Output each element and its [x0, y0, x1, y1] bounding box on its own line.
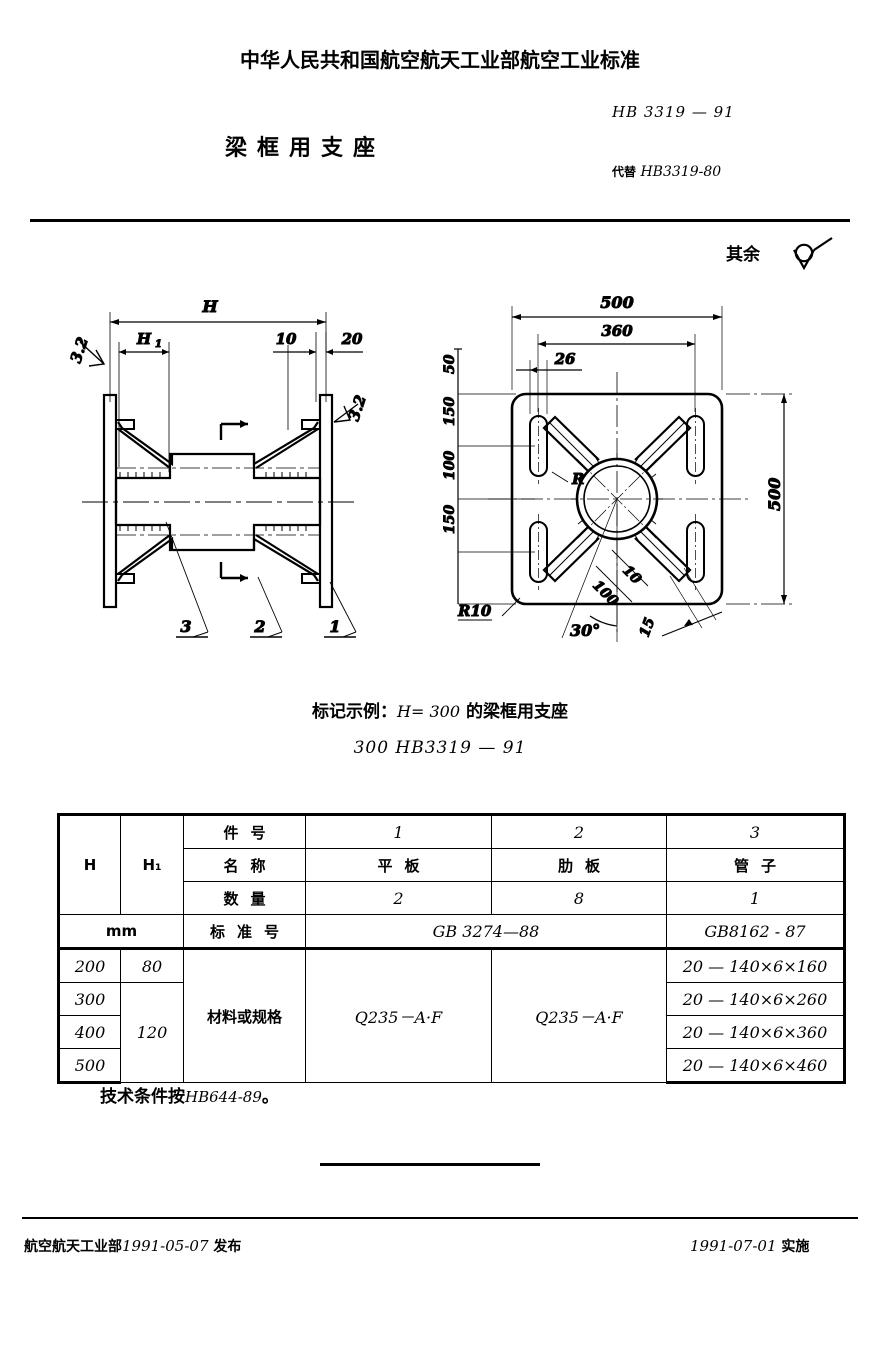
footer-issuer: 航空航天工业部	[24, 1239, 122, 1255]
svg-text:1: 1	[155, 339, 162, 350]
svg-text:50: 50	[442, 354, 458, 374]
unmachined-surface-symbol	[788, 236, 840, 280]
material-rib: Q235－A·F	[491, 947, 667, 1083]
footer-effective-date: 1991-07-01	[690, 1237, 777, 1255]
row-label-standard-no: 标准号	[183, 914, 306, 949]
replaces-standard: 代替 HB3319-80	[612, 163, 721, 180]
svg-text:3.2: 3.2	[67, 335, 92, 365]
table-row-h-400: 400 20 — 140×6×360	[57, 1015, 846, 1049]
h-value-400: 400	[57, 1015, 121, 1049]
h1-value-120: 120	[120, 982, 184, 1083]
surface-finish-note-label: 其余	[726, 245, 760, 265]
quantity-1: 2	[305, 881, 492, 915]
row-label-material: 材料或规格	[183, 947, 306, 1083]
header-divider	[30, 219, 850, 222]
svg-text:150: 150	[442, 505, 458, 534]
h1-value-80: 80	[120, 947, 184, 983]
col-header-h1: H₁	[120, 813, 184, 915]
svg-text:2: 2	[253, 617, 265, 636]
svg-text:H: H	[136, 330, 152, 348]
part-name-3: 管子	[666, 848, 846, 882]
part-name-1: 平板	[305, 848, 492, 882]
footer-issue-date: 1991-05-07	[122, 1237, 209, 1255]
footer-issue: 航空航天工业部1991-05-07 发布	[24, 1236, 241, 1256]
svg-text:R10: R10	[457, 602, 492, 620]
technical-condition-note: 技术条件按HB644-89。	[100, 1082, 279, 1107]
marking-example-designation: 300 HB3319 — 91	[353, 738, 527, 758]
svg-text:H: H	[201, 297, 218, 316]
svg-text:1: 1	[329, 617, 340, 636]
technical-condition-reference: HB644-89	[185, 1088, 262, 1106]
row-label-part-no: 件号	[183, 813, 306, 849]
replaces-value: HB3319-80	[640, 164, 722, 180]
svg-text:10: 10	[276, 330, 297, 348]
svg-text:500: 500	[600, 293, 633, 312]
technical-condition-period: 。	[261, 1087, 279, 1107]
standard-no-plate: GB 3274—88	[305, 914, 667, 949]
marking-example-prefix: 标记示例：	[312, 702, 398, 722]
row-label-quantity: 数量	[183, 881, 306, 915]
table-row-standard-no: mm 标准号 GB 3274—88 GB8162 - 87	[57, 914, 846, 949]
tube-spec-4: 20 — 140×6×460	[666, 1048, 846, 1084]
svg-text:15: 15	[637, 616, 659, 640]
svg-text:26: 26	[554, 350, 576, 368]
svg-text:10: 10	[619, 563, 644, 588]
table-row-quantity: 数量 2 8 1	[59, 881, 846, 915]
marking-example-line1: 标记示例：H= 300 的梁框用支座	[0, 697, 880, 722]
section-divider	[320, 1163, 540, 1166]
front-sectional-view: H H 1 10 20	[58, 282, 438, 666]
table-row-h-300: 300 120 20 — 140×6×260	[57, 982, 846, 1083]
part-no-1: 1	[305, 813, 492, 849]
svg-text:500: 500	[765, 478, 784, 511]
table-row-h-500: 500 20 — 140×6×460	[57, 1048, 846, 1084]
ministry-title: 中华人民共和国航空航天工业部航空工业标准	[240, 48, 640, 72]
svg-text:30°: 30°	[570, 621, 600, 640]
unit-label: mm	[57, 914, 184, 949]
page-title: 梁框用支座	[224, 135, 385, 161]
replaces-label: 代替	[612, 165, 637, 179]
part-name-2: 肋板	[491, 848, 667, 882]
svg-text:3.2: 3.2	[345, 393, 370, 423]
quantity-3: 1	[666, 881, 846, 915]
standard-no-tube: GB8162 - 87	[666, 914, 846, 949]
svg-text:3: 3	[180, 617, 191, 636]
col-header-h: H	[57, 813, 121, 915]
h-value-300: 300	[57, 982, 121, 1016]
part-no-3: 3	[666, 813, 846, 849]
material-plate: Q235－A·F	[305, 947, 492, 1083]
svg-text:100: 100	[442, 451, 458, 480]
table-row-part-no: H H₁ 件号 1 2 3	[57, 813, 846, 915]
svg-text:150: 150	[442, 397, 458, 426]
h-value-500: 500	[57, 1048, 121, 1084]
quantity-2: 8	[491, 881, 667, 915]
plan-view: 500 360 26 50	[440, 286, 840, 670]
row-label-name: 名称	[183, 848, 306, 882]
svg-text:360: 360	[601, 322, 633, 340]
footer-issue-action: 发布	[213, 1239, 242, 1255]
tube-spec-3: 20 — 140×6×360	[666, 1015, 846, 1049]
parts-table: H H₁ 件号 1 2 3 名称 平板 肋板 管子 数量 2 8 1	[57, 813, 846, 1084]
h-value-200: 200	[57, 947, 121, 983]
technical-condition-text: 技术条件按	[100, 1087, 185, 1107]
footer-divider	[22, 1217, 858, 1219]
svg-text:20: 20	[341, 330, 363, 348]
footer-effective-action: 实施	[781, 1239, 810, 1255]
marking-example-suffix: 的梁框用支座	[465, 702, 568, 722]
tube-spec-1: 20 — 140×6×160	[666, 947, 846, 983]
svg-text:R: R	[571, 470, 584, 488]
table-row-h-200: 200 80 材料或规格 Q235－A·F Q235－A·F 20 — 140×…	[57, 947, 846, 1083]
footer-effective: 1991-07-01 实施	[690, 1236, 809, 1256]
part-no-2: 2	[491, 813, 667, 849]
standard-number: HB 3319 — 91	[612, 103, 735, 121]
tube-spec-2: 20 — 140×6×260	[666, 982, 846, 1016]
marking-example-condition: H= 300	[397, 702, 461, 721]
